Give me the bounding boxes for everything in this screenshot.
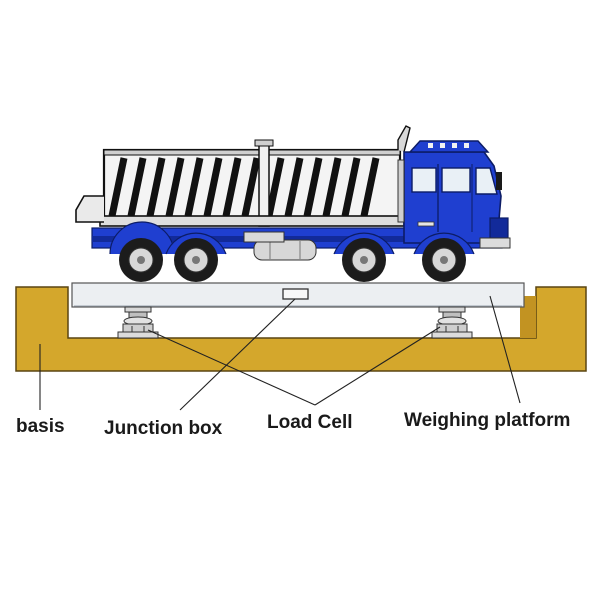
- leader-load-cell-right: [314, 326, 441, 406]
- wheel: [119, 238, 163, 282]
- truck-cab: [397, 140, 511, 249]
- leader-lines: [39, 295, 521, 411]
- wheel: [422, 238, 466, 282]
- fuel-tank: [253, 239, 317, 261]
- wheel: [174, 238, 218, 282]
- label-junction-box: Junction box: [104, 418, 223, 439]
- label-basis: basis: [16, 416, 65, 437]
- label-load-cell: Load Cell: [267, 412, 353, 433]
- label-weighing-platform: Weighing platform: [404, 410, 571, 431]
- truck-icon: [75, 125, 511, 282]
- wheel: [342, 238, 386, 282]
- leader-weighing-platform: [489, 295, 521, 404]
- foundation-basis: [15, 286, 587, 372]
- load-cell-icon: [117, 306, 159, 339]
- junction-box-icon: [282, 288, 309, 300]
- leader-junction-box: [179, 298, 296, 411]
- cargo-box: [75, 125, 411, 227]
- leader-load-cell-left: [147, 329, 316, 406]
- load-cell-icon: [431, 306, 473, 339]
